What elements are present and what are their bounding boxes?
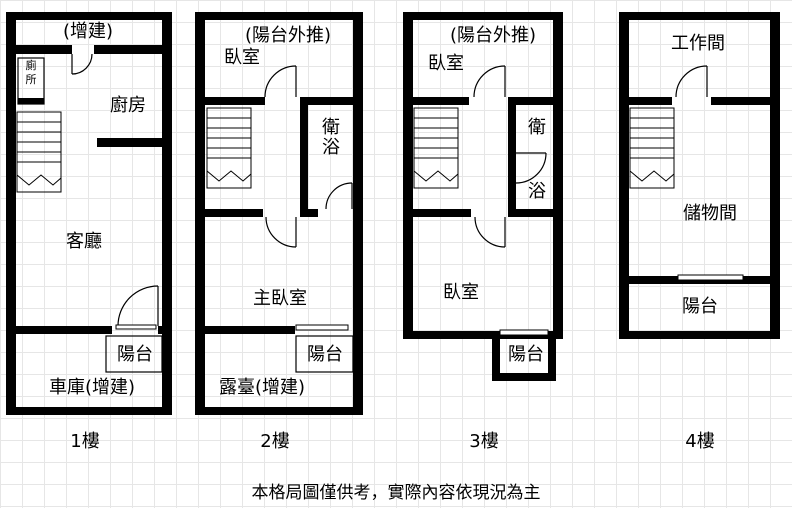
room-label-bedroom-2: 臥室 — [224, 47, 260, 68]
room-label-balcony-4: 陽台 — [682, 296, 718, 317]
room-label-bath-3b: 浴 — [528, 181, 546, 202]
room-label-balcony-ext-3: (陽台外推) — [450, 25, 536, 46]
floor-4-plan: 工作間 儲物間 陽台 — [619, 12, 780, 339]
room-label-storage: 儲物間 — [683, 203, 737, 224]
room-label-master-bedroom: 主臥室 — [253, 288, 307, 309]
floor-label-1: 1樓 — [70, 431, 99, 452]
room-label-terrace: 露臺(增建) — [219, 377, 305, 398]
room-label-garage: 車庫(增建) — [49, 377, 135, 398]
room-label-bath-2b: 浴 — [322, 137, 340, 158]
room-label-balcony-ext-2: (陽台外推) — [245, 25, 331, 46]
room-label-workroom: 工作間 — [671, 33, 725, 54]
room-label-addition: (增建) — [63, 21, 113, 42]
room-label-kitchen: 廚房 — [110, 94, 146, 116]
room-label-bath-2a: 衛 — [322, 117, 340, 138]
room-label-balcony-3: 陽台 — [508, 344, 544, 365]
room-label-balcony-1: 陽台 — [117, 344, 153, 365]
room-label-bedroom-3-top: 臥室 — [428, 53, 464, 74]
floor-3-plan: (陽台外推) 臥室 衛 浴 臥室 陽台 — [403, 12, 563, 381]
floor-label-4: 4樓 — [685, 431, 714, 452]
floor-1-plan: (增建) 廁 所 廚房 客廳 陽台 車庫(增建) — [6, 12, 172, 415]
floor-2-plan: (陽台外推) 臥室 衛 浴 主臥室 陽台 露臺(增建) — [195, 12, 363, 415]
disclaimer-caption: 本格局圖僅供考，實際內容依現況為主 — [251, 483, 541, 503]
room-label-balcony-2: 陽台 — [307, 344, 343, 365]
floor-label-3: 3樓 — [469, 431, 498, 452]
floor-label-2: 2樓 — [260, 431, 289, 452]
room-label-bedroom-3: 臥室 — [443, 282, 479, 303]
room-label-toilet-1: 廁 — [26, 58, 37, 72]
room-label-toilet-2: 所 — [26, 73, 37, 86]
room-label-bath-3a: 衛 — [528, 117, 546, 138]
room-label-living: 客廳 — [66, 231, 102, 252]
